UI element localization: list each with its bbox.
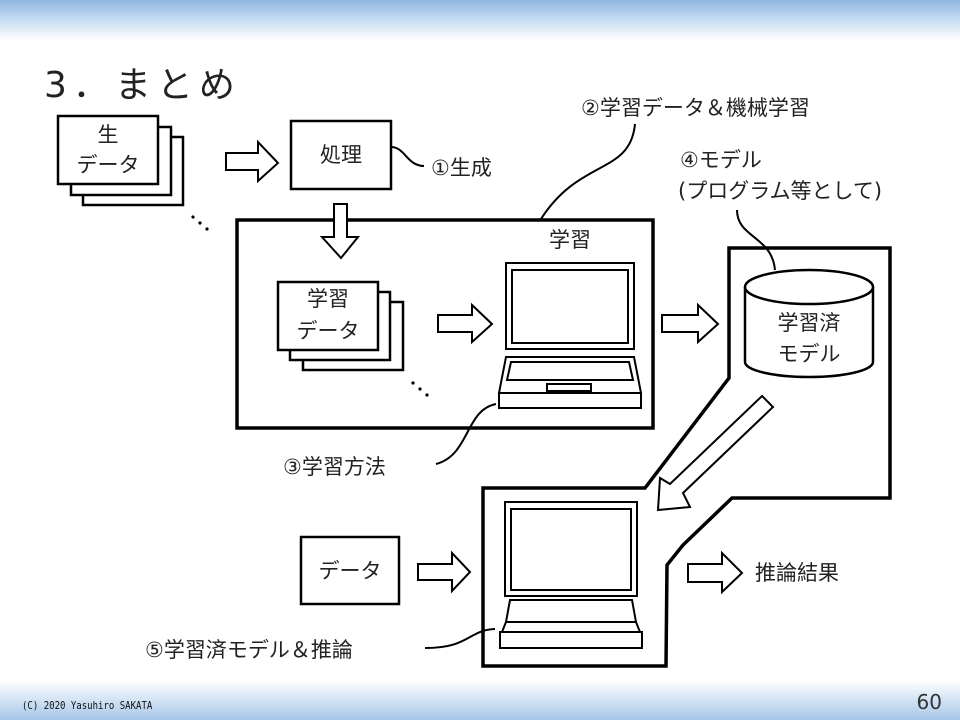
learning-data-label-2: データ [297,319,360,343]
inference-result-label: 推論結果 [755,561,839,585]
callout-3-label: ③学習方法 [283,455,386,479]
callout-4-connector [736,209,776,271]
slide-title: 3．まとめ [44,65,241,106]
arrow-model-to-inference [656,394,775,512]
ellipsis-dots-raw [191,215,209,231]
copyright-text: (C) 2020 Yasuhiro SAKATA [22,699,153,712]
input-data-label: データ [319,559,382,583]
process-box [289,119,393,191]
trained-model-cylinder: 学習済 モデル [743,268,875,379]
callout-1-connector [390,146,425,167]
raw-data-stack: 生 データ [56,114,185,207]
arrow-learning-to-model [661,302,720,345]
page-number: 60 [916,690,942,714]
trained-model-label-2: モデル [778,342,841,366]
learning-data-label-1: 学習 [307,287,349,311]
raw-data-label-1: 生 [98,123,119,147]
learning-data-card-front [276,280,380,352]
callout-2-connector [540,123,636,220]
arrow-process-to-learning-data [319,203,361,260]
raw-data-card-front [56,114,160,186]
raw-data-label-2: データ [77,153,140,177]
laptop-icon-learning [497,262,643,409]
callout-3-connector [435,403,497,465]
process-box-label: 処理 [320,143,362,167]
callout-4-label-1: ④モデル [680,148,762,172]
footer-gradient-bar [0,680,960,720]
callout-1-label: ①生成 [431,156,492,180]
learning-label: 学習 [549,228,591,252]
input-data-box [299,535,401,606]
laptop-icon-inference [499,501,643,649]
arrow-raw-to-process [225,139,280,184]
trained-model-label-1: 学習済 [778,311,841,335]
arrow-data-to-laptop [437,302,494,345]
header-gradient-bar [0,0,960,40]
arrow-to-result [687,550,744,595]
ellipsis-dots-learning [411,381,429,397]
arrow-input-to-laptop [417,550,472,594]
learning-data-stack: 学習 データ [276,280,405,372]
callout-4-label-2: (プログラム等として) [678,179,882,203]
callout-5-connector [424,628,496,649]
callout-5-label: ⑤学習済モデル＆推論 [145,638,353,662]
callout-2-label: ②学習データ＆機械学習 [581,96,810,120]
